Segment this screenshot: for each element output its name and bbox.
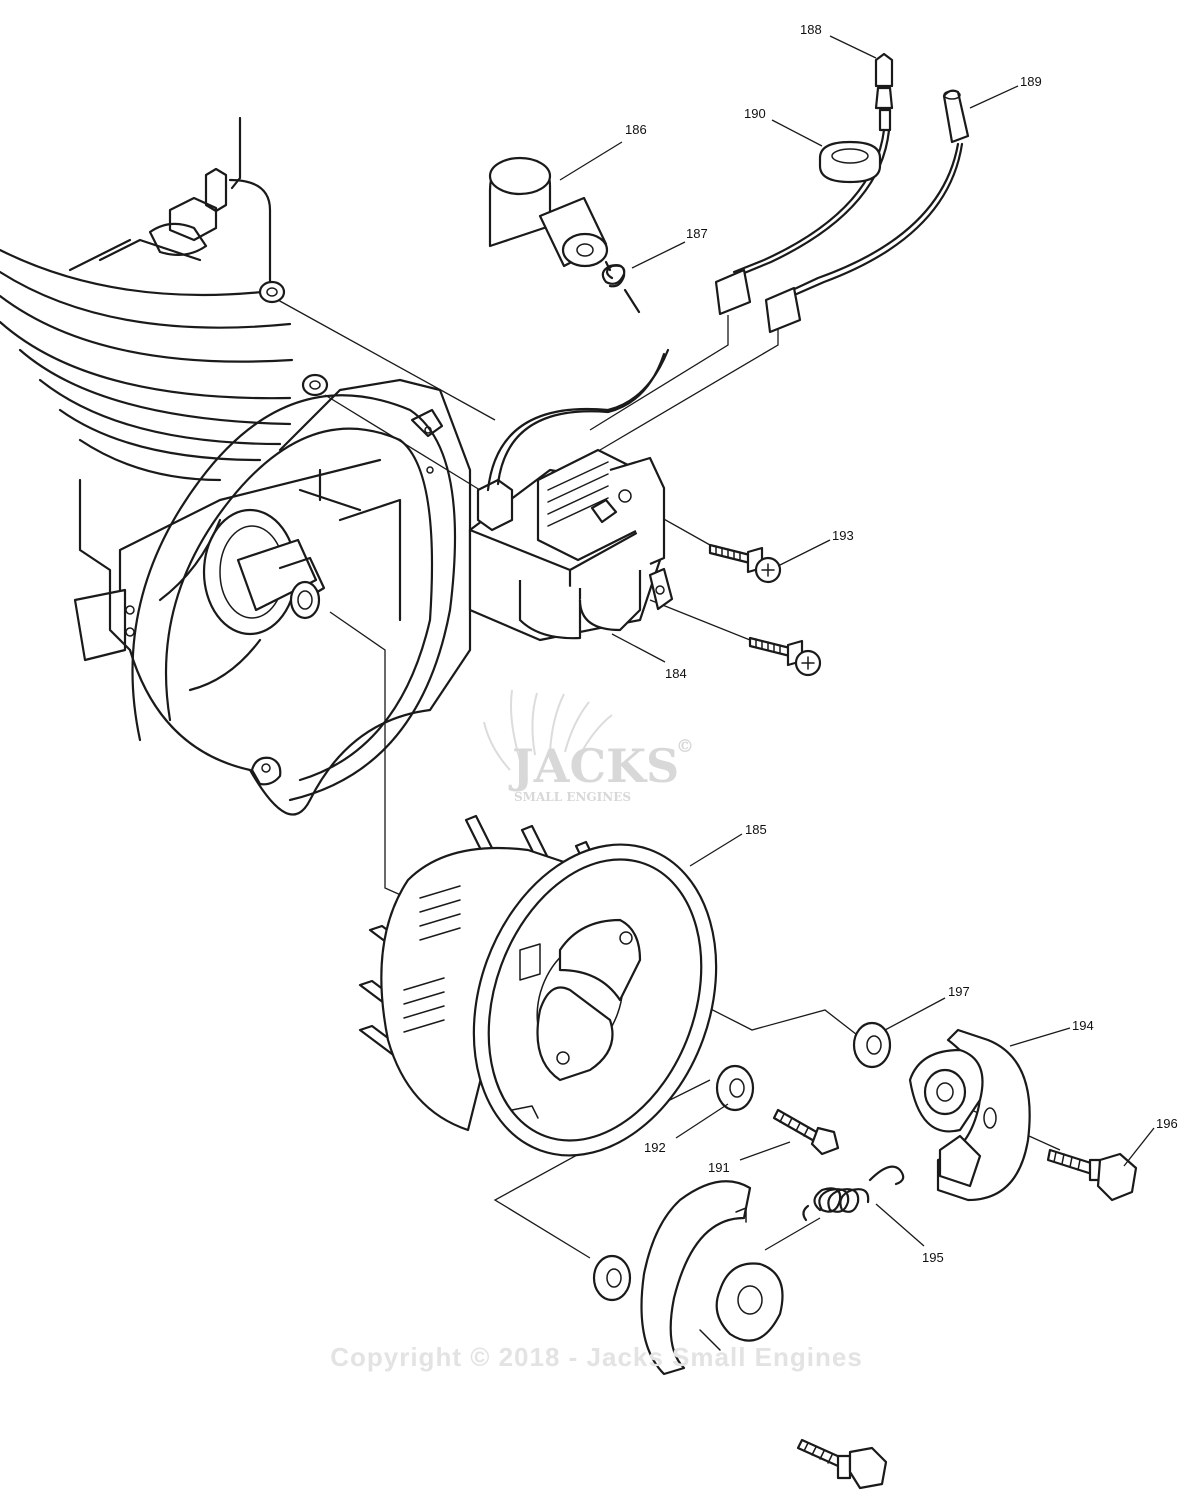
spring-clip (601, 260, 641, 314)
callout-190: 190 (744, 106, 766, 121)
clutch-shoe-194 (908, 1028, 1031, 1202)
callout-188: 188 (800, 22, 822, 37)
callout-185: 185 (745, 822, 767, 837)
coil-screw-2 (748, 636, 822, 677)
washer-192 (715, 1064, 755, 1112)
wire-lead-189 (764, 89, 970, 334)
callout-195: 195 (922, 1250, 944, 1265)
callout-187: 187 (686, 226, 708, 241)
washer-bottom (592, 1254, 632, 1302)
watermark-brand: JACKS (508, 739, 679, 793)
callout-184: 184 (665, 666, 687, 681)
callout-192: 192 (644, 1140, 666, 1155)
watermark-registered: © (676, 736, 694, 757)
wire-lead-188 (714, 52, 894, 316)
callout-191: 191 (708, 1160, 730, 1175)
part-callouts: 186 187 188 189 190 193 184 185 197 194 … (559, 22, 1178, 1265)
clutch-shoe-bottom (640, 1180, 784, 1376)
jacks-watermark-logo: JACKS © SMALL ENGINES (483, 689, 694, 804)
clutch-spring (802, 1165, 905, 1222)
callout-197: 197 (948, 984, 970, 999)
bolt-196 (1046, 1148, 1138, 1202)
callout-194: 194 (1072, 1018, 1094, 1033)
callout-186: 186 (625, 122, 647, 137)
washer-197 (852, 1021, 892, 1069)
copyright-watermark: Copyright © 2018 - Jacks Small Engines (330, 1342, 863, 1372)
ignition-coil (468, 348, 674, 642)
spark-plug-cap (488, 156, 609, 268)
grommet (818, 140, 882, 184)
watermark-subtitle: SMALL ENGINES (514, 790, 631, 804)
callout-189: 189 (1020, 74, 1042, 89)
engine-cylinder (0, 116, 472, 816)
bolt-bottom (796, 1438, 888, 1490)
coil-screw (708, 543, 782, 584)
callout-193: 193 (832, 528, 854, 543)
flywheel (358, 814, 718, 1157)
bolt-191 (772, 1108, 840, 1156)
callout-196: 196 (1156, 1116, 1178, 1131)
